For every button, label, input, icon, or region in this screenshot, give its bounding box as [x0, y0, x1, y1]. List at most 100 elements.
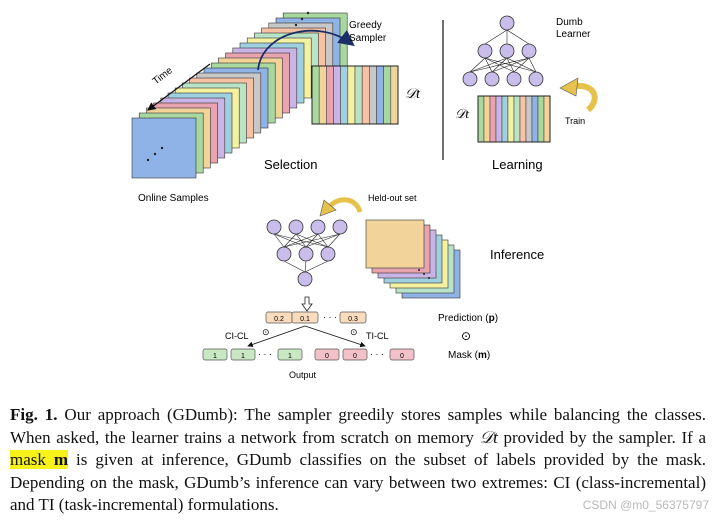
prediction-down-arrow — [301, 296, 313, 312]
network-node — [499, 15, 515, 31]
memory-slot — [483, 95, 491, 143]
memory-slot — [340, 65, 349, 125]
caption-dt: 𝒟t — [479, 427, 498, 447]
ellipsis: · · · — [370, 349, 384, 359]
held-out-stack — [365, 219, 461, 299]
selection-label: Selection — [264, 157, 317, 172]
memory-slot — [537, 95, 545, 143]
memory-slot — [495, 95, 503, 143]
memory-slot — [501, 95, 509, 143]
network-node — [276, 246, 292, 262]
figure-caption: Fig. 1. Our approach (GDumb): The sample… — [10, 404, 706, 517]
caption-text-1: Our approach (GDumb): The sampler greedi… — [10, 405, 707, 447]
network-node — [288, 219, 304, 235]
memory-slot — [347, 65, 356, 125]
ti-cl-label: TI-CL — [366, 331, 389, 341]
memory-slot — [390, 65, 399, 125]
network-node — [297, 271, 313, 287]
memory-slot — [376, 65, 384, 125]
ci-value: 1 — [213, 353, 217, 360]
memory-slot — [513, 95, 521, 143]
train-arrow — [574, 82, 598, 113]
network-node — [462, 71, 478, 87]
memory-slot — [311, 65, 320, 125]
sample-card — [131, 117, 197, 179]
ci-odot: ⊙ — [262, 327, 270, 337]
time-arrow — [147, 63, 211, 111]
caption-text-3: is given at inference, GDumb classifies … — [10, 450, 707, 514]
stack-dots — [146, 11, 310, 162]
ti-value: 0 — [353, 353, 357, 360]
caption-mask-highlight: mask m — [10, 450, 69, 469]
watermark: CSDN @m0_56375797 — [582, 498, 709, 512]
mask-label: Mask (m) — [448, 350, 490, 361]
ci-output-vector: 1 1 · · · 1 — [202, 348, 303, 361]
held-out-arrow — [328, 197, 363, 213]
memory-slot — [525, 95, 533, 143]
ellipsis: · · · — [258, 349, 272, 359]
caption-text-2: provided by the sampler. If a — [497, 427, 706, 447]
heldout-dots — [418, 269, 430, 279]
memory-dt-learning — [477, 95, 551, 143]
memory-slot — [519, 95, 527, 143]
caption-label: Fig. 1. — [10, 405, 58, 424]
memory-slot — [318, 65, 327, 125]
held-out-card — [365, 219, 425, 269]
network-node — [266, 219, 282, 235]
network-node — [332, 219, 348, 235]
online-samples-label: Online Samples — [138, 193, 209, 204]
memory-slot — [507, 95, 515, 143]
memory-slot — [326, 65, 334, 125]
network-node — [528, 71, 544, 87]
ci-value: 1 — [288, 353, 292, 360]
time-label: Time — [151, 65, 175, 87]
held-out-label: Held-out set — [368, 193, 417, 203]
prediction-value: 0.3 — [348, 316, 358, 323]
ti-odot: ⊙ — [350, 327, 358, 337]
ti-value: 0 — [400, 353, 404, 360]
network-node — [521, 43, 537, 59]
memory-slot — [354, 65, 363, 125]
network-node — [310, 219, 326, 235]
prediction-vector: 0.2 0.1 · · · 0.3 — [265, 311, 367, 324]
memory-slot — [531, 95, 539, 143]
prediction-label: Prediction (p) — [438, 313, 498, 324]
network-node — [298, 246, 314, 262]
memory-slot — [361, 65, 370, 125]
memory-slot — [383, 65, 392, 125]
memory-slot — [333, 65, 341, 125]
greedy-sampler-arrow — [257, 29, 355, 71]
dt-label-selection: 𝒟t — [405, 87, 421, 102]
network-node — [506, 71, 522, 87]
memory-slot — [543, 95, 551, 143]
odot-symbol: ⊙ — [461, 329, 471, 343]
inference-network — [266, 219, 348, 287]
ti-output-vector: 0 0 · · · 0 — [314, 348, 415, 361]
ti-value: 0 — [325, 353, 329, 360]
inference-label: Inference — [490, 247, 544, 262]
held-out-arrowhead — [319, 199, 337, 217]
prediction-value: 0.2 — [274, 316, 284, 323]
ellipsis: · · · — [323, 312, 337, 322]
ci-value: 1 — [241, 353, 245, 360]
output-label: Output — [289, 370, 317, 380]
dt-label-learning: 𝒟t — [455, 106, 469, 121]
network-node — [320, 246, 336, 262]
learning-label: Learning — [492, 157, 543, 172]
ti-branch-line — [304, 325, 366, 348]
dumb-learner-network — [462, 15, 544, 87]
network-node — [499, 43, 515, 59]
memory-dt-selection — [311, 65, 399, 125]
network-node — [484, 71, 500, 87]
ci-branch-line — [247, 325, 306, 348]
memory-slot — [489, 95, 497, 143]
train-label: Train — [565, 116, 585, 126]
ci-cl-label: CI-CL — [225, 331, 249, 341]
memory-slot — [477, 95, 485, 143]
memory-slot — [369, 65, 377, 125]
train-arrowhead — [559, 77, 579, 97]
online-samples-stack — [131, 12, 348, 179]
